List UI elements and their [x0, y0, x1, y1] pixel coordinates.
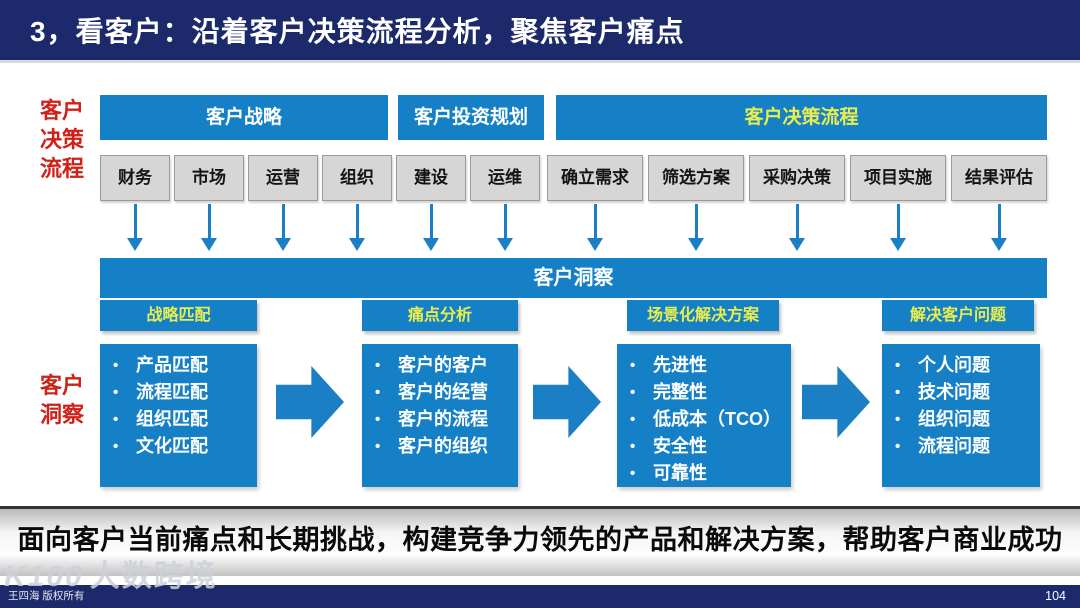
customer-insight-bar: 客户洞察: [100, 258, 1047, 298]
list-item: 客户的组织: [362, 433, 518, 460]
down-arrow-icon: [470, 204, 540, 254]
down-arrow-icon: [322, 204, 392, 254]
down-arrow-icon: [248, 204, 318, 254]
down-arrow-icon: [749, 204, 845, 254]
footer-bar: 王四海 版权所有 104: [0, 585, 1080, 608]
step-box: 建设: [396, 155, 466, 201]
step-box: 项目实施: [850, 155, 946, 201]
step-box: 运营: [248, 155, 318, 201]
list-item: 低成本（TCO）: [617, 406, 791, 433]
step-box: 市场: [174, 155, 244, 201]
down-arrow-icon: [174, 204, 244, 254]
step-box: 结果评估: [951, 155, 1047, 201]
down-arrow-icon: [100, 204, 170, 254]
list-item: 文化匹配: [100, 433, 257, 460]
list-item: 个人问题: [882, 352, 1040, 379]
watermark-name: 大数跨境: [89, 560, 218, 593]
step-box: 运维: [470, 155, 540, 201]
step-box: 组织: [322, 155, 392, 201]
list-item: 可靠性: [617, 460, 791, 487]
tab-solve-customer-problems: 解决客户问题: [882, 300, 1034, 331]
list-item: 组织匹配: [100, 406, 257, 433]
list-item: 先进性: [617, 352, 791, 379]
label-customer-insight: 客户 洞察: [39, 373, 84, 427]
list-item: 技术问题: [882, 379, 1040, 406]
insight-box-solve-problems: 个人问题 技术问题 组织问题 流程问题: [882, 344, 1040, 487]
down-arrow-icon: [951, 204, 1047, 254]
bottom-message-bar: 面向客户当前痛点和长期挑战，构建竞争力领先的产品和解决方案，帮助客户商业成功: [0, 506, 1080, 576]
list-item: 流程匹配: [100, 379, 257, 406]
down-arrow-icon: [648, 204, 744, 254]
slide-title: 3，看客户：沿着客户决策流程分析，聚焦客户痛点: [30, 16, 685, 47]
step-box: 财务: [100, 155, 170, 201]
insight-box-scenario-solution: 先进性 完整性 低成本（TCO） 安全性 可靠性: [617, 344, 791, 487]
tab-painpoint-analysis: 痛点分析: [362, 300, 518, 331]
right-arrow-icon: [276, 366, 344, 438]
tab-strategy-match: 战略匹配: [100, 300, 257, 331]
step-box: 确立需求: [547, 155, 643, 201]
insight-box-strategy-match: 产品匹配 流程匹配 组织匹配 文化匹配: [100, 344, 257, 487]
page-number: 104: [1045, 589, 1066, 603]
insight-box-painpoint-analysis: 客户的客户 客户的经营 客户的流程 客户的组织: [362, 344, 518, 487]
list-item: 客户的经营: [362, 379, 518, 406]
down-arrow-icon: [396, 204, 466, 254]
step-box: 筛选方案: [648, 155, 744, 201]
bottom-message: 面向客户当前痛点和长期挑战，构建竞争力领先的产品和解决方案，帮助客户商业成功: [17, 525, 1063, 555]
list-item: 流程问题: [882, 433, 1040, 460]
list-item: 安全性: [617, 433, 791, 460]
list-item: 客户的流程: [362, 406, 518, 433]
title-bar: 3，看客户：沿着客户决策流程分析，聚焦客户痛点: [0, 0, 1080, 63]
watermark-logo: K100: [4, 560, 84, 593]
list-item: 完整性: [617, 379, 791, 406]
step-box: 采购决策: [749, 155, 845, 201]
list-item: 产品匹配: [100, 352, 257, 379]
list-item: 客户的客户: [362, 352, 518, 379]
list-item: 组织问题: [882, 406, 1040, 433]
phase-header-decision-process: 客户决策流程: [556, 95, 1047, 140]
phase-header-customer-strategy: 客户战略: [100, 95, 388, 140]
label-customer-decision-process: 客户 决策 流程: [39, 98, 84, 181]
phase-header-investment-planning: 客户投资规划: [398, 95, 544, 140]
tab-scenario-solution: 场景化解决方案: [627, 300, 779, 331]
copyright-text: 王四海 版权所有: [8, 590, 85, 602]
down-arrow-icon: [850, 204, 946, 254]
down-arrow-icon: [547, 204, 643, 254]
right-arrow-icon: [802, 366, 870, 438]
right-arrow-icon: [533, 366, 601, 438]
